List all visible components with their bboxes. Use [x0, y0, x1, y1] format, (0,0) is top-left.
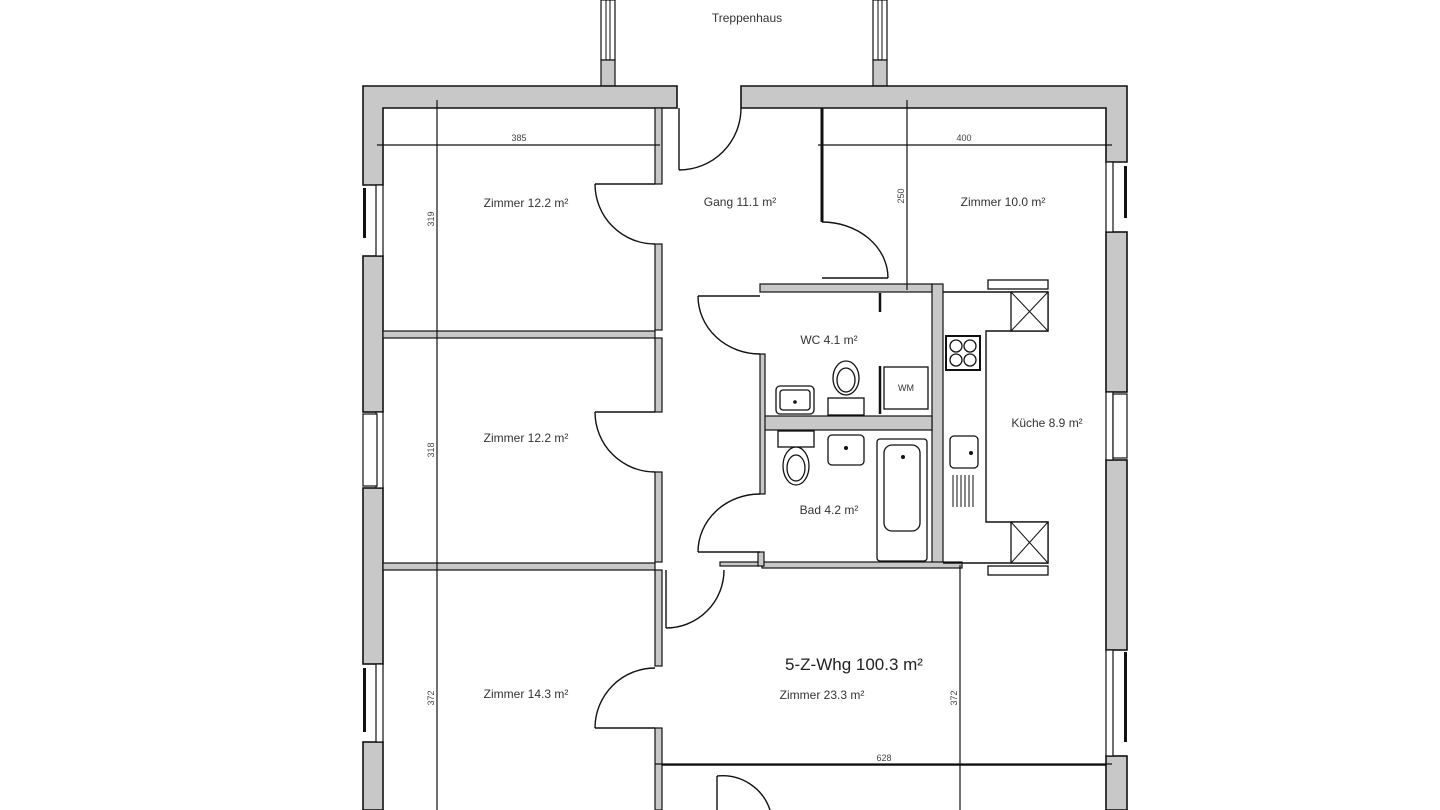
dim-text-living-height: 372 [949, 690, 959, 706]
dim-text-living-width: 628 [876, 753, 892, 763]
room-label-bath: Bad 4.2 m² [799, 503, 859, 517]
room-label-sw: Zimmer 14.3 m² [483, 687, 569, 701]
wc-sink-icon [775, 385, 815, 415]
stairwell-walls [600, 0, 888, 87]
dimension-lines [377, 100, 1112, 810]
wc-toilet-icon [827, 360, 865, 416]
room-label-nw: Zimmer 12.2 m² [483, 196, 569, 210]
room-label-hallway: Gang 11.1 m² [703, 195, 777, 209]
bath-sink-icon [827, 434, 865, 466]
stairwell-label: Treppenhaus [711, 11, 783, 25]
dim-text-w-height: 318 [426, 442, 436, 458]
doors [594, 107, 889, 810]
dim-text-nw-height: 319 [426, 211, 436, 227]
washing-machine-icon [883, 366, 929, 410]
exterior-walls [362, 85, 1128, 810]
windows [362, 161, 1128, 757]
kitchen-sink-icon [949, 435, 979, 507]
room-label-wc: WC 4.1 m² [800, 333, 858, 347]
stove-icon [945, 335, 981, 371]
room-label-w: Zimmer 12.2 m² [483, 431, 569, 445]
room-label-living: Zimmer 23.3 m² [779, 688, 865, 702]
kitchen-counter [943, 279, 1049, 576]
room-label-kitchen: Küche 8.9 m² [1011, 416, 1083, 430]
bath-toilet-icon [777, 430, 815, 486]
dim-text-ne-height: 250 [896, 188, 906, 204]
interior-walls [382, 107, 1106, 810]
dim-text-nw-width: 385 [511, 133, 527, 143]
room-label-ne: Zimmer 10.0 m² [960, 195, 1046, 209]
washing-machine-label: WM [898, 383, 914, 393]
apartment-label: 5-Z-Whg 100.3 m² [785, 655, 923, 674]
dim-text-ne-width: 400 [956, 133, 972, 143]
bathtub-icon [876, 438, 928, 562]
dim-text-sw-height: 372 [426, 690, 436, 706]
